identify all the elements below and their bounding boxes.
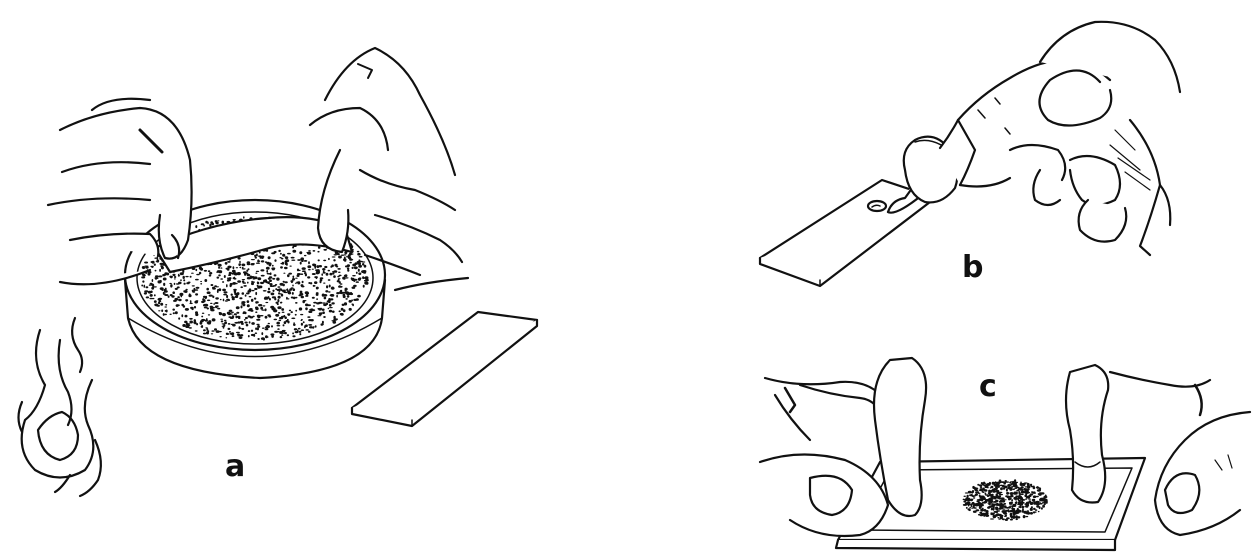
left-hand (48, 99, 192, 285)
drop (868, 201, 886, 211)
right-thumb (1155, 385, 1250, 535)
panel-c (760, 358, 1250, 550)
panel-b (760, 22, 1180, 286)
flame-icon (19, 318, 101, 496)
left-thumb (760, 454, 888, 536)
panel-label-b: b (962, 253, 983, 283)
panel-label-a: a (225, 452, 245, 482)
hand (1010, 22, 1180, 255)
panel-label-c: c (979, 372, 997, 402)
panel-a (19, 48, 538, 496)
right-finger (1066, 365, 1108, 503)
